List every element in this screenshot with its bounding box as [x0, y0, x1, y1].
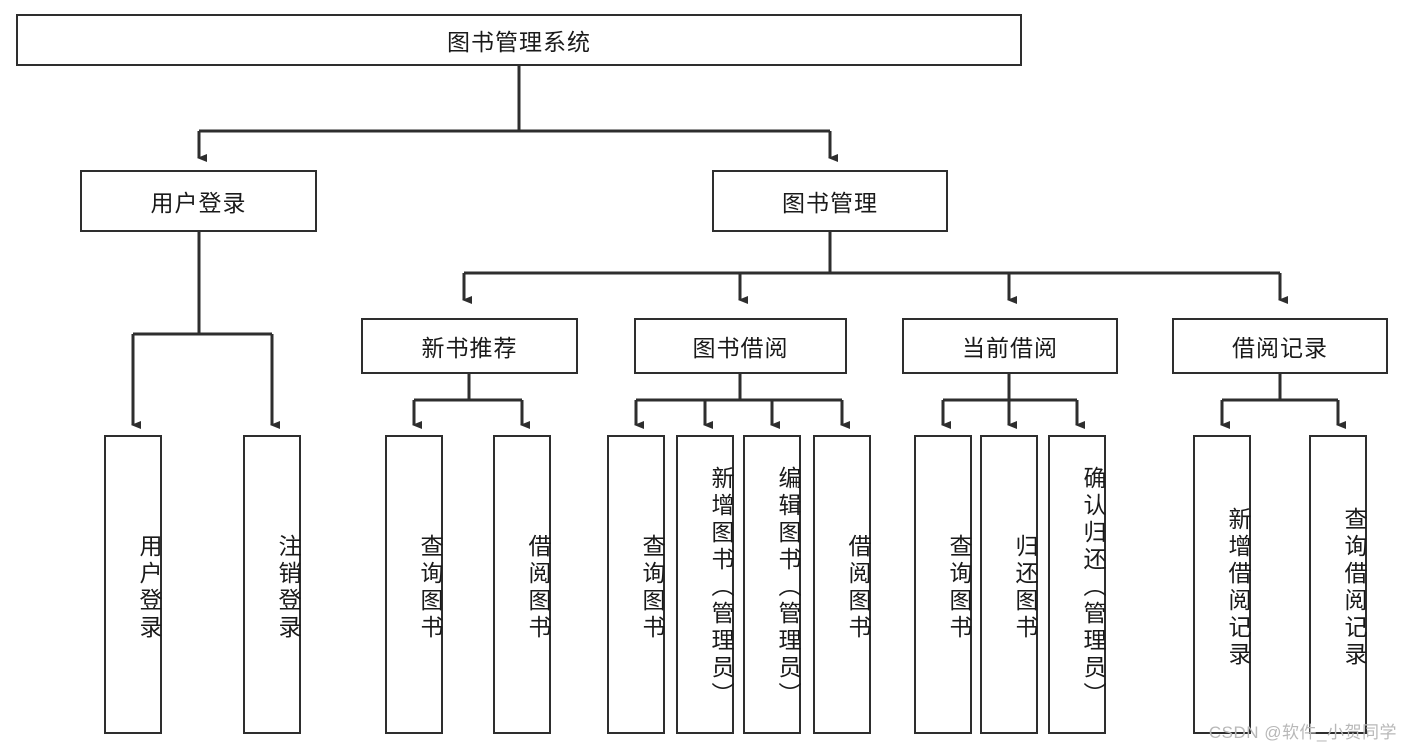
leaf-borrow-add-book-admin[interactable]: 新增图书（管理员） [676, 435, 734, 734]
node-label: 图书借阅 [692, 335, 789, 361]
node-label: 查询图书 [946, 533, 972, 642]
leaf-record-add-record[interactable]: 新增借阅记录 [1193, 435, 1251, 734]
leaf-recommend-borrow-book[interactable]: 借阅图书 [493, 435, 551, 734]
watermark-text: CSDN @软件_小贺同学 [1208, 723, 1397, 742]
leaf-current-confirm-return-admin[interactable]: 确认归还（管理员） [1048, 435, 1106, 734]
node-new-book-recommend[interactable]: 新书推荐 [361, 318, 578, 374]
node-label: 查询借阅记录 [1341, 506, 1367, 669]
node-label: 图书管理 [782, 190, 878, 216]
leaf-borrow-borrow-book[interactable]: 借阅图书 [813, 435, 871, 734]
leaf-borrow-edit-book-admin[interactable]: 编辑图书（管理员） [743, 435, 801, 734]
leaf-record-query-record[interactable]: 查询借阅记录 [1309, 435, 1367, 734]
node-root-system[interactable]: 图书管理系统 [16, 14, 1022, 66]
node-book-management[interactable]: 图书管理 [712, 170, 948, 232]
node-label: 归还图书 [1012, 533, 1038, 642]
leaf-current-return-book[interactable]: 归还图书 [980, 435, 1038, 734]
leaf-current-query-book[interactable]: 查询图书 [914, 435, 972, 734]
node-user-login[interactable]: 用户登录 [80, 170, 317, 232]
node-label: 确认归还（管理员） [1080, 466, 1106, 709]
node-label: 当前借阅 [962, 335, 1058, 361]
node-label: 图书管理系统 [447, 29, 591, 55]
node-label: 新书推荐 [421, 335, 518, 361]
node-label: 新增借阅记录 [1225, 506, 1251, 669]
node-label: 用户登录 [136, 533, 162, 642]
leaf-borrow-query-book[interactable]: 查询图书 [607, 435, 665, 734]
node-label: 注销登录 [275, 533, 301, 642]
node-book-borrow[interactable]: 图书借阅 [634, 318, 847, 374]
node-label: 查询图书 [639, 533, 665, 642]
node-current-borrow[interactable]: 当前借阅 [902, 318, 1118, 374]
node-label: 查询图书 [417, 533, 443, 642]
node-label: 新增图书（管理员） [708, 466, 734, 709]
node-label: 编辑图书（管理员） [775, 466, 801, 709]
leaf-user-login-signout[interactable]: 注销登录 [243, 435, 301, 734]
node-label: 借阅记录 [1232, 335, 1328, 361]
node-label: 借阅图书 [525, 533, 551, 642]
node-borrow-record[interactable]: 借阅记录 [1172, 318, 1388, 374]
leaf-user-login-signin[interactable]: 用户登录 [104, 435, 162, 734]
node-label: 用户登录 [150, 190, 247, 216]
node-label: 借阅图书 [845, 533, 871, 642]
leaf-recommend-query-book[interactable]: 查询图书 [385, 435, 443, 734]
